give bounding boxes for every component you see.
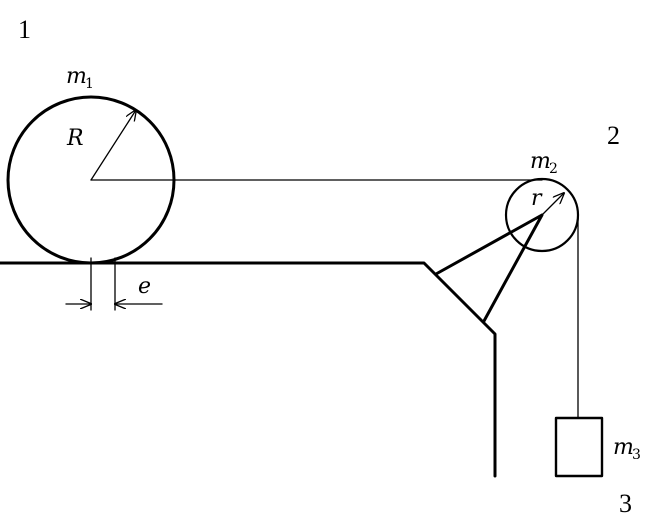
svg-text:3: 3 xyxy=(632,447,641,463)
svg-text:1: 1 xyxy=(85,76,94,92)
label-1: 1 xyxy=(18,15,31,44)
label-r: r xyxy=(531,186,543,211)
radius-r-arrow xyxy=(541,193,564,216)
label-R: R xyxy=(66,126,84,151)
radius-R-arrow xyxy=(90,110,136,181)
svg-text:m: m xyxy=(613,435,634,460)
svg-text:m: m xyxy=(530,149,551,174)
table-surface xyxy=(0,261,497,478)
label-e: e xyxy=(138,274,151,299)
pulley-bracket xyxy=(434,213,544,323)
label-3: 3 xyxy=(619,489,632,518)
hanging-mass xyxy=(554,416,604,478)
label-m3: m 3 xyxy=(613,435,641,463)
svg-text:m: m xyxy=(66,64,87,89)
label-m2: m 2 xyxy=(530,149,558,177)
label-m1: m 1 xyxy=(66,64,94,92)
label-2: 2 xyxy=(607,121,620,150)
svg-text:2: 2 xyxy=(549,161,558,177)
